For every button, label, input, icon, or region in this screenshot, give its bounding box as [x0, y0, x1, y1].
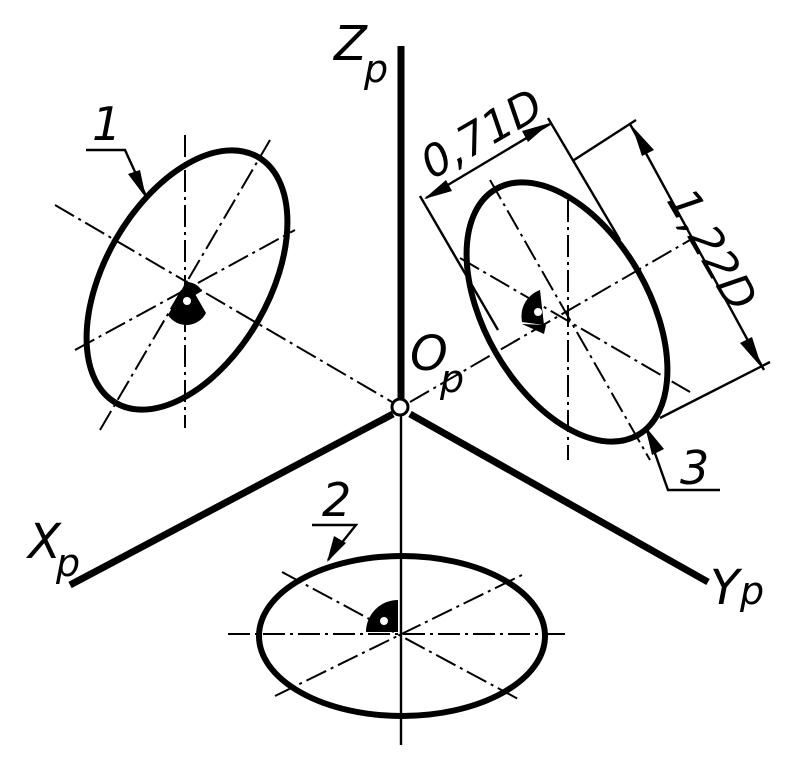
dim-minor-arrow-right [522, 123, 550, 142]
callout-3: 3 [680, 441, 709, 495]
dimension-major-axis [573, 118, 771, 420]
ellipse-2-diagonal-a [281, 571, 521, 701]
axis-y-line [408, 410, 710, 586]
ellipse-2-group [228, 553, 570, 719]
leader-1 [86, 148, 148, 198]
ellipse-2-diagonal-b [274, 574, 523, 697]
ellipse-2 [256, 553, 548, 719]
ellipse-1-center-mark [168, 280, 206, 325]
ellipse-1-group [54, 135, 393, 431]
dim-minor-extension-left [418, 195, 500, 331]
label-origin-sub: p [439, 357, 464, 401]
dim-minor-extension-right [546, 117, 622, 241]
dim-major-extension-bottom [659, 360, 771, 420]
dim-major-label: 1,22D [656, 180, 766, 320]
callout-2: 2 [322, 473, 351, 527]
dim-major-arrow-bottom [740, 337, 762, 368]
dim-minor-label: 0,71D [412, 79, 552, 189]
label-axis-y-sub: p [739, 569, 764, 613]
dim-major-arrow-top [632, 126, 654, 156]
ellipse-3 [463, 179, 671, 445]
ellipse-1 [83, 147, 291, 413]
ellipse-3-minor-axis [459, 257, 691, 393]
label-axis-x-sub: p [55, 541, 80, 585]
ellipse-3-axis-to-origin [409, 239, 691, 403]
ellipse-3-center-mark [521, 290, 546, 334]
dimension-minor-axis [418, 117, 622, 331]
ellipse-3-group [409, 179, 691, 461]
label-axis-y: Y [710, 560, 743, 616]
label-axis-z: Z [332, 16, 368, 72]
leader-2 [312, 523, 359, 562]
ellipse-1-axis-to-origin [54, 204, 393, 403]
ellipse-2-center-mark [366, 600, 398, 632]
axis-x-line [68, 410, 395, 589]
leader-3 [644, 426, 720, 492]
label-origin: O [410, 326, 448, 382]
callout-1: 1 [92, 97, 121, 151]
dim-minor-arrow-left [424, 180, 452, 199]
dim-major-extension-top [573, 118, 637, 162]
label-axis-z-sub: p [363, 47, 388, 91]
ellipse-3-major-axis [489, 179, 651, 461]
label-axis-x: X [25, 514, 62, 570]
dim-major-line [628, 123, 766, 371]
origin-point [390, 397, 410, 417]
